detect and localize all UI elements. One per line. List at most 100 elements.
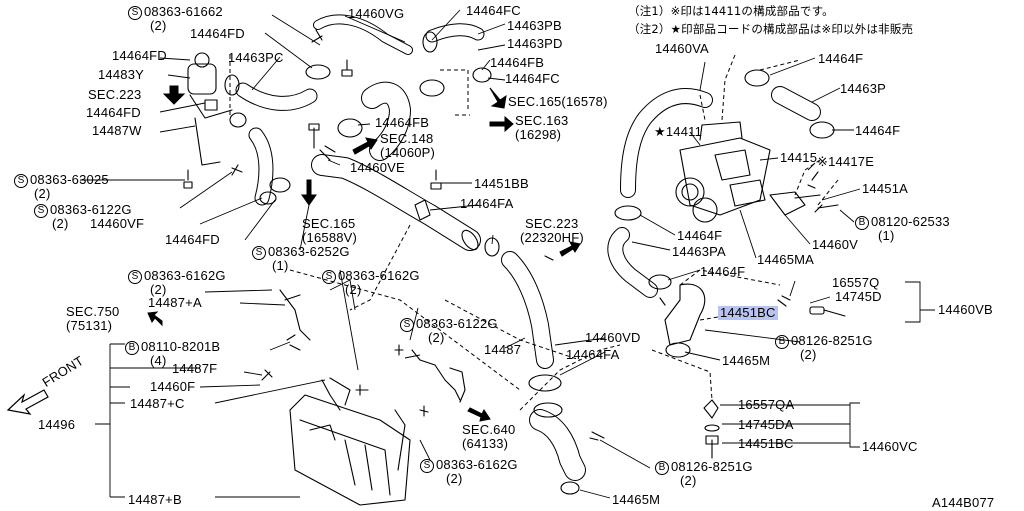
sec-165-mid[interactable]: SEC.165: [302, 216, 356, 231]
part-14451bc-highlighted[interactable]: 14451BC: [718, 305, 778, 320]
sec-163[interactable]: SEC.163: [515, 113, 569, 128]
part-16557q[interactable]: 16557Q: [832, 275, 880, 290]
part-14465m-b[interactable]: 14465M: [612, 492, 661, 507]
s-symbol-icon: S: [322, 270, 336, 284]
sec-165-mid-code: (16588V): [302, 230, 358, 245]
part-14496[interactable]: 14496: [38, 417, 76, 432]
part-14460vf[interactable]: 14460VF: [90, 216, 145, 231]
part-14460va[interactable]: 14460VA: [655, 41, 709, 56]
sec-148[interactable]: SEC.148: [380, 131, 434, 146]
part-14464f-d[interactable]: 14464F: [700, 264, 746, 279]
part-14745d[interactable]: 14745D: [835, 289, 882, 304]
part-14415[interactable]: 14415: [780, 150, 818, 165]
part-14464fa-mid[interactable]: 14464FA: [566, 347, 620, 362]
hose-14460vg-inner: [314, 15, 412, 54]
b-symbol-icon: B: [775, 335, 789, 349]
part-14465m-a[interactable]: 14465M: [722, 353, 771, 368]
part-14464fa-top[interactable]: 14464FA: [460, 196, 514, 211]
part-14460vg[interactable]: 14460VG: [348, 6, 405, 21]
s-symbol-icon: S: [252, 246, 266, 260]
part-14463pc[interactable]: 14463PC: [228, 50, 284, 65]
turbocharger-14411: [675, 121, 771, 223]
hose-14460va-inner: [621, 89, 712, 197]
valve-14483y: [187, 63, 217, 95]
sec-750-code: (75131): [66, 318, 113, 333]
part-14745da[interactable]: 14745DA: [738, 417, 794, 432]
part-14487w[interactable]: 14487W: [92, 123, 142, 138]
part-14451a[interactable]: 14451A: [862, 181, 909, 196]
part-14460f[interactable]: 14460F: [150, 379, 196, 394]
part-14487b[interactable]: 14487+B: [128, 492, 182, 507]
part-14464fd-b[interactable]: 14464FD: [112, 48, 167, 63]
sec-223-mid[interactable]: SEC.223: [525, 216, 579, 231]
part-16557qa[interactable]: 16557QA: [738, 397, 795, 412]
s-symbol-icon: S: [128, 6, 142, 20]
part-14464fc-mid[interactable]: 14464FC: [505, 71, 560, 86]
part-14460vc[interactable]: 14460VC: [862, 439, 918, 454]
part-14464fb-top[interactable]: 14464FB: [490, 55, 545, 70]
part-14487c[interactable]: 14487+C: [130, 396, 185, 411]
part-14451bb[interactable]: 14451BB: [474, 176, 529, 191]
sec-223-mid-code: (22320HF): [520, 230, 584, 245]
part-14463pd[interactable]: 14463PD: [507, 36, 563, 51]
qty-08363-6122g-b: (2): [428, 330, 445, 345]
sec-148-code: (14060P): [380, 145, 436, 160]
sec-165-top[interactable]: SEC.165(16578): [508, 94, 608, 109]
clamp-14464f-a: [744, 69, 770, 87]
part-14464f-b[interactable]: 14464F: [855, 123, 901, 138]
part-14483y[interactable]: 14483Y: [98, 67, 145, 82]
arrow-sec165-top: [489, 87, 507, 109]
part-14460vd[interactable]: 14460VD: [585, 330, 641, 345]
arrow-sec223-top: [162, 85, 186, 105]
arrow-sec165-mid: [301, 179, 317, 206]
part-14460ve[interactable]: 14460VE: [350, 160, 405, 175]
part-14463p[interactable]: 14463P: [840, 81, 887, 96]
part-14464fc-top[interactable]: 14464FC: [466, 3, 521, 18]
part-14464fd-c[interactable]: 14464FD: [86, 105, 141, 120]
part-14487[interactable]: 14487: [484, 342, 522, 357]
part-14463pa[interactable]: 14463PA: [672, 244, 726, 259]
part-14451bc[interactable]: 14451BC: [738, 436, 794, 451]
hose-14463pc-inner: [236, 83, 317, 110]
part-14463pb[interactable]: 14463PB: [507, 18, 562, 33]
part-14464fd-d[interactable]: 14464FD: [165, 232, 220, 247]
intercooler-14496: [289, 377, 411, 506]
qty-08363-61662: (2): [150, 18, 167, 33]
s-symbol-icon: S: [14, 174, 28, 188]
arrow-sec163: [489, 115, 514, 133]
part-14464f-c[interactable]: 14464F: [677, 228, 723, 243]
part-14465ma[interactable]: 14465MA: [757, 252, 815, 267]
s-symbol-icon: S: [420, 459, 434, 473]
sec-750[interactable]: SEC.750: [66, 304, 120, 319]
part-14487a[interactable]: 14487+A: [148, 295, 202, 310]
hose-14460vf-inner: [249, 128, 273, 205]
part-14417e[interactable]: ※14417E: [817, 154, 875, 169]
part-14487f[interactable]: 14487F: [172, 361, 218, 376]
sec-640[interactable]: SEC.640: [462, 422, 516, 437]
s-symbol-icon: S: [34, 204, 48, 218]
figure-code: A144B077: [932, 495, 995, 510]
part-14464f-a[interactable]: 14464F: [818, 51, 864, 66]
qty-08363-6162g-a: (2): [150, 282, 167, 297]
sec-223-top[interactable]: SEC.223: [88, 87, 142, 102]
part-14411[interactable]: ★14411: [654, 124, 703, 139]
part-14464fb-mid[interactable]: 14464FB: [375, 115, 430, 130]
part-14464fd-a[interactable]: 14464FD: [190, 26, 245, 41]
part-14460v[interactable]: 14460V: [812, 237, 859, 252]
part-14460vb[interactable]: 14460VB: [938, 302, 993, 317]
front-arrow: [6, 389, 49, 415]
